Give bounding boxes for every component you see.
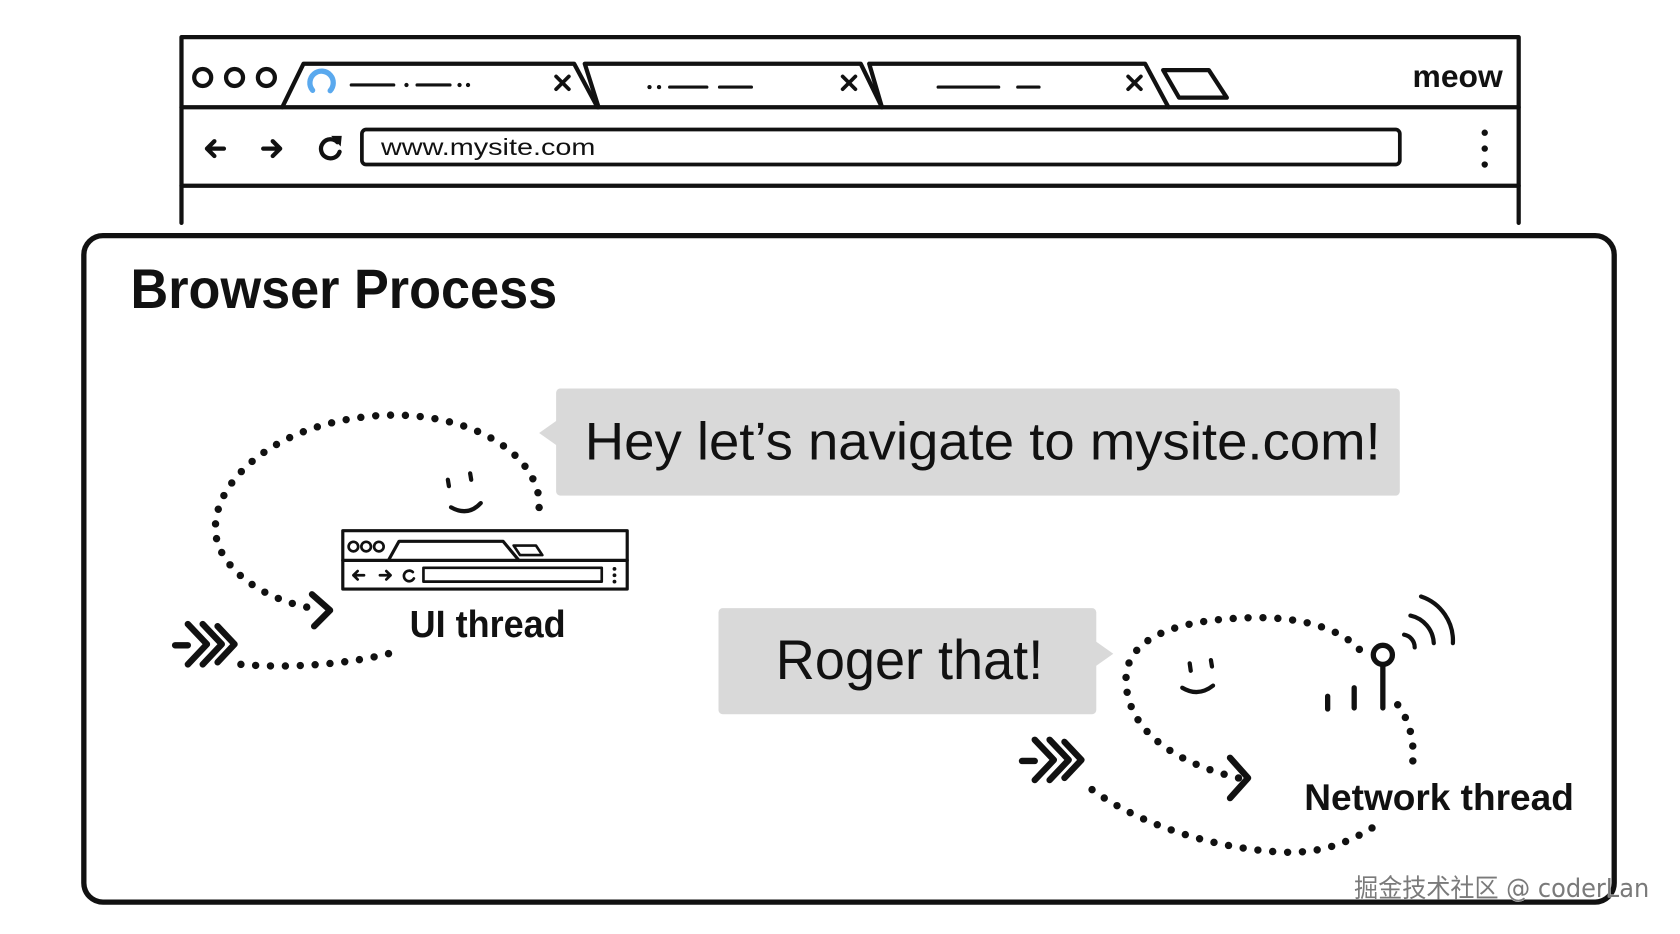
- close-icon[interactable]: [1126, 74, 1143, 92]
- ui-thread-dotted-body: [211, 411, 543, 611]
- brand-label: meow: [1413, 58, 1503, 94]
- network-thread-dotted-body-right: [1393, 701, 1417, 768]
- signal-waves-icon: [1401, 594, 1456, 650]
- url-field[interactable]: www.mysite.com: [360, 127, 1402, 167]
- tab-outline: [582, 61, 885, 110]
- reload-icon[interactable]: [318, 135, 342, 161]
- close-icon[interactable]: [840, 74, 858, 92]
- motion-chevrons-icon: [1018, 736, 1085, 784]
- new-tab-icon[interactable]: [1161, 67, 1229, 100]
- forward-arrow-icon[interactable]: [261, 139, 283, 159]
- close-icon[interactable]: [554, 74, 571, 92]
- network-thread: Roger that!: [718, 594, 1574, 856]
- tab-outline: [867, 61, 1171, 110]
- tab-outline: [280, 61, 600, 110]
- tab-title-placeholder: [349, 82, 471, 88]
- ui-thread-face: [445, 471, 483, 514]
- tab-3[interactable]: [867, 61, 1171, 110]
- ui-thread-arrowhead: [308, 591, 334, 630]
- network-thread-speech-bubble: Roger that!: [718, 608, 1114, 715]
- tab-1[interactable]: [280, 61, 600, 110]
- browser-window-sketch: meow www.mysite.com: [179, 35, 1521, 226]
- browser-frame: [179, 35, 1521, 226]
- browser-process-title: Browser Process: [131, 258, 558, 320]
- loading-spinner-icon: [307, 68, 336, 98]
- kebab-menu-icon[interactable]: [1481, 129, 1488, 168]
- ui-thread-label: UI thread: [410, 603, 566, 646]
- network-thread-dotted-body: [1122, 613, 1364, 782]
- motion-chevrons-icon: [171, 620, 238, 668]
- url-field-box: [360, 127, 1402, 167]
- antenna-icon: [1325, 642, 1396, 712]
- ui-thread-dotted-tail: [237, 647, 400, 670]
- back-arrow-icon[interactable]: [204, 139, 227, 159]
- tab-title-placeholder: [647, 84, 753, 90]
- network-thread-face: [1180, 658, 1216, 695]
- browser-window-icon: [341, 529, 629, 591]
- window-controls-icon[interactable]: [192, 66, 277, 89]
- network-thread-message: Roger that!: [776, 629, 1043, 691]
- url-text: www.mysite.com: [380, 134, 596, 160]
- tab-2[interactable]: [582, 61, 885, 110]
- watermark: 掘金技术社区 @ coderLan: [1354, 874, 1649, 904]
- network-thread-label: Network thread: [1304, 776, 1574, 818]
- network-thread-arrowhead: [1226, 754, 1252, 802]
- ui-thread-speech-bubble: Hey let’s navigate to mysite.com!: [539, 388, 1400, 496]
- ui-thread: Hey let’s navigate to mysite.com!: [171, 388, 1400, 670]
- ui-thread-message: Hey let’s navigate to mysite.com!: [585, 413, 1381, 472]
- network-thread-dotted-tail: [1088, 785, 1376, 856]
